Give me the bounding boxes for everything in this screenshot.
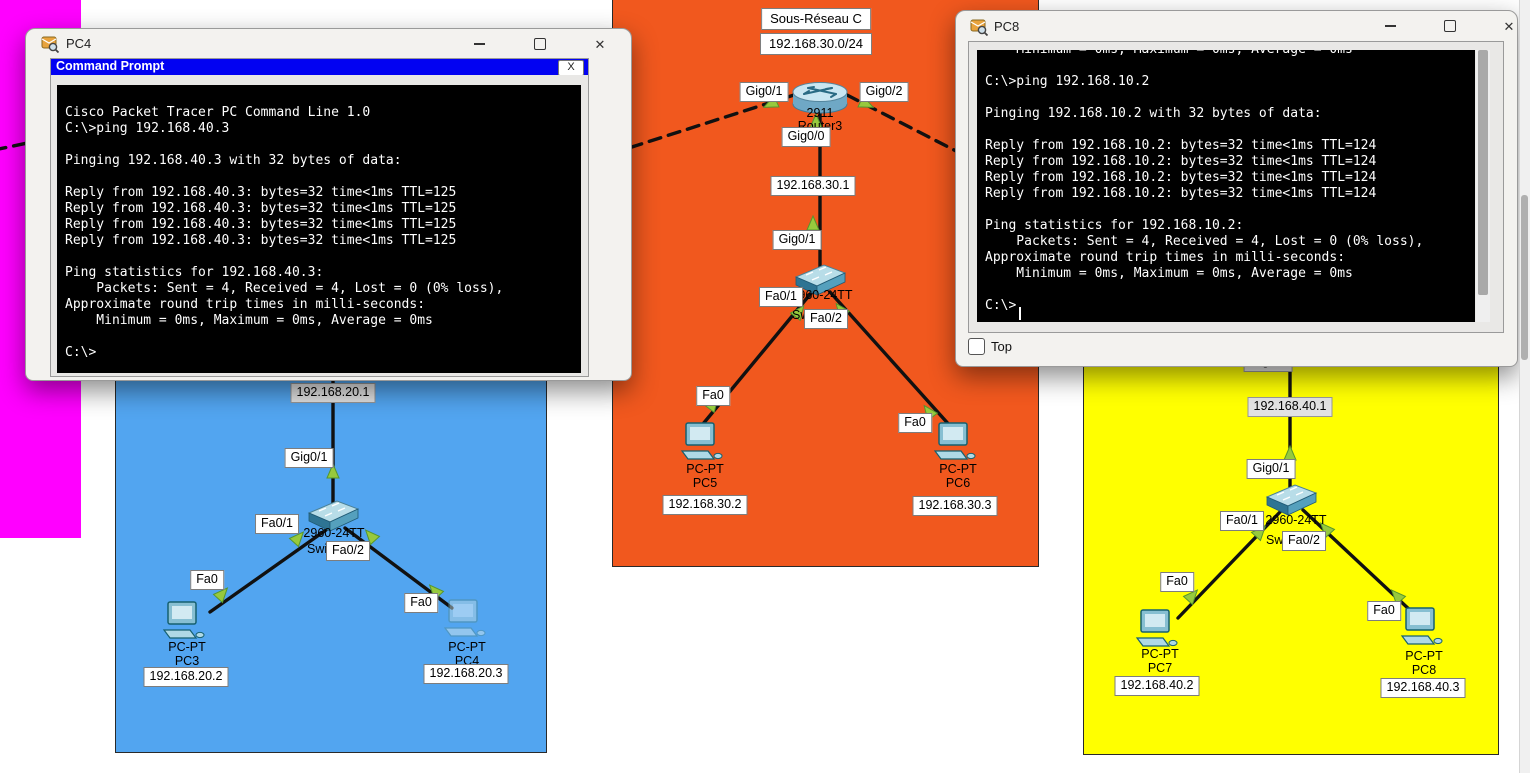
router3-port-gig02: Gig0/2 (859, 82, 909, 102)
pc8-close-button[interactable]: ✕ (1503, 18, 1515, 34)
pc4-ip: 192.168.20.3 (423, 664, 509, 684)
switch-d-uplink-port: Gig0/1 (1246, 459, 1296, 479)
subnet-c-network: 192.168.30.0/24 (760, 33, 872, 55)
switch-d-port-fa01: Fa0/1 (1220, 511, 1264, 531)
main-vertical-scrollbar-thumb[interactable] (1521, 195, 1528, 360)
main-vertical-scrollbar[interactable] (1519, 0, 1530, 773)
terminal-cursor (1019, 307, 1021, 320)
pc8-terminal-scrollbar-thumb[interactable] (1478, 50, 1488, 295)
subnet-d-gateway-ip: 192.168.40.1 (1247, 397, 1333, 417)
pc6-type: PC-PT (939, 462, 977, 476)
switch-b-uplink-port: Gig0/1 (284, 448, 334, 468)
top-checkbox[interactable] (968, 338, 985, 355)
pc3-port: Fa0 (190, 570, 224, 590)
pc8-window-titlebar[interactable]: PC8 ✕ (956, 11, 1517, 41)
pc8-window-title: PC8 (994, 19, 1020, 34)
pc7-ip: 192.168.40.2 (1114, 676, 1200, 696)
switch-b-name-fragment: Swi (307, 542, 328, 556)
pc3-name: PC3 (174, 654, 200, 668)
switch-b-port-fa02: Fa0/2 (326, 541, 370, 561)
subnet-c-title: Sous-Réseau C (761, 8, 871, 30)
pc4-command-prompt-close-button[interactable]: X (558, 60, 584, 75)
pc8-terminal-text: Minimum = 0ms, Maximum = 0ms, Average = … (985, 50, 1424, 313)
pc4-maximize-button[interactable] (522, 30, 558, 58)
pc8-port: Fa0 (1367, 601, 1401, 621)
pc4-terminal[interactable]: Cisco Packet Tracer PC Command Line 1.0 … (57, 85, 581, 373)
pc6-ip: 192.168.30.3 (912, 496, 998, 516)
packet-tracer-icon (970, 19, 988, 36)
pc8-command-prompt-panel: Minimum = 0ms, Maximum = 0ms, Average = … (968, 41, 1504, 333)
switch-c-port-fa02: Fa0/2 (804, 309, 848, 329)
pc8-maximize-button[interactable] (1432, 12, 1468, 40)
pc4-window-title: PC4 (66, 36, 92, 51)
pc8-window: PC8 ✕ Minimum = 0ms, Maximum = 0ms, Aver… (955, 10, 1518, 367)
router3-port-gig01: Gig0/1 (739, 82, 789, 102)
pc4-terminal-text: Cisco Packet Tracer PC Command Line 1.0 … (65, 105, 504, 360)
pc7-port: Fa0 (1160, 572, 1194, 592)
pc7-type: PC-PT (1141, 647, 1179, 661)
pc4-port: Fa0 (404, 593, 438, 613)
pc7-name: PC7 (1147, 661, 1173, 675)
pc4-command-prompt-panel: Command Prompt X Cisco Packet Tracer PC … (50, 58, 589, 377)
packet-tracer-icon (41, 36, 59, 53)
pc4-window-titlebar[interactable]: PC4 ✕ (26, 29, 631, 58)
pc4-command-prompt-title: Command Prompt (56, 59, 165, 73)
pc8-minimize-button[interactable] (1372, 12, 1408, 40)
pc5-type: PC-PT (686, 462, 724, 476)
pc3-type: PC-PT (168, 640, 206, 654)
pc4-command-prompt-titlebar[interactable]: Command Prompt X (51, 59, 588, 75)
switch-d-model: 2960-24TT (1265, 513, 1327, 527)
pc8-type: PC-PT (1405, 649, 1443, 663)
pc5-name: PC5 (692, 476, 718, 490)
subnet-b-gateway-ip: 192.168.20.1 (290, 383, 376, 403)
pc3-ip: 192.168.20.2 (143, 667, 229, 687)
subnet-c-gateway-ip: 192.168.30.1 (770, 176, 856, 196)
pc8-terminal[interactable]: Minimum = 0ms, Maximum = 0ms, Average = … (977, 50, 1475, 322)
pc4-close-button[interactable]: ✕ (594, 36, 606, 52)
pc8-ip: 192.168.40.3 (1380, 678, 1466, 698)
switch-b-port-fa01: Fa0/1 (255, 514, 299, 534)
pc4-window: PC4 ✕ Command Prompt X Cisco Packet Trac… (25, 28, 632, 381)
top-checkbox-label: Top (991, 339, 1012, 354)
pc6-port: Fa0 (898, 413, 932, 433)
switch-c-uplink-port: Gig0/1 (772, 230, 822, 250)
router3-port-gig00: Gig0/0 (781, 127, 831, 147)
router3-model: 2911 (806, 106, 834, 120)
pc8-terminal-scrollbar[interactable] (1476, 50, 1490, 322)
switch-d-name-fragment: Sw (1266, 533, 1284, 547)
pc5-port: Fa0 (696, 386, 730, 406)
pc5-ip: 192.168.30.2 (662, 495, 748, 515)
switch-c-port-fa01: Fa0/1 (759, 287, 803, 307)
switch-b-model: 2960-24TT (303, 526, 365, 540)
switch-d-port-fa02: Fa0/2 (1282, 531, 1326, 551)
pc4-type: PC-PT (448, 640, 486, 654)
pc6-name: PC6 (945, 476, 971, 490)
pc8-name: PC8 (1411, 663, 1437, 677)
pc4-minimize-button[interactable] (461, 30, 497, 58)
